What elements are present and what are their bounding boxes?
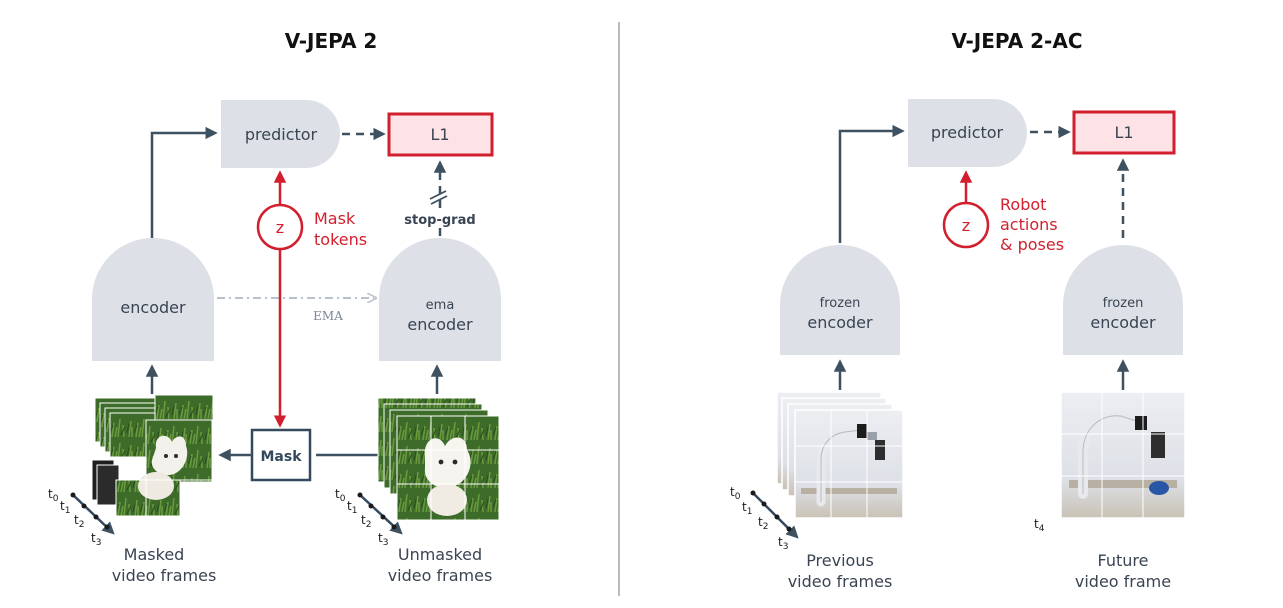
left-encoder-node: encoder (92, 238, 214, 361)
left-unmasked-frames (377, 397, 500, 521)
right-frozen-left-line1: frozen (820, 296, 861, 311)
left-panel: V-JEPA 2 predictor L1 encoder ema encode… (48, 29, 501, 585)
right-z-circle (942, 201, 990, 249)
left-loss-box: L1 (387, 112, 494, 157)
right-z-label: z (962, 216, 970, 235)
svg-text:t2: t2 (74, 513, 84, 530)
right-previous-time-axis: t0 t1 t2 t3 (730, 485, 799, 552)
svg-text:t2: t2 (361, 513, 371, 530)
svg-text:t1: t1 (60, 499, 70, 516)
left-predictor-label: predictor (245, 125, 318, 144)
left-unmasked-caption-line1: Unmasked (398, 545, 482, 564)
right-panel-title: V-JEPA 2-AC (951, 29, 1082, 53)
left-encoder-to-predictor-arrow (150, 126, 218, 238)
left-mask-label: Mask (260, 449, 302, 465)
left-masked-caption-line2: video frames (112, 566, 217, 585)
right-loss-label: L1 (1114, 123, 1133, 142)
left-masked-caption-line1: Masked (124, 545, 185, 564)
left-mask-tokens-line2: tokens (314, 230, 367, 249)
left-ema-encoder-label: encoder (407, 315, 473, 334)
left-ema-label: ema (426, 298, 455, 313)
right-future-caption-line2: video frame (1075, 572, 1171, 591)
right-robot-line2: actions (1000, 215, 1058, 234)
svg-text:t3: t3 (378, 531, 388, 548)
left-masked-frames (91, 394, 214, 517)
right-frozen-right-line1: frozen (1103, 296, 1144, 311)
left-z-circle (256, 203, 304, 251)
right-loss-box: L1 (1072, 110, 1176, 155)
svg-text:t3: t3 (91, 531, 101, 548)
right-future-time-label: t4 (1034, 517, 1045, 534)
right-future-frame (1060, 391, 1186, 519)
left-ema-text: EMA (313, 309, 343, 323)
left-mask-tokens-line1: Mask (314, 209, 356, 228)
svg-text:t0: t0 (48, 487, 59, 504)
right-frozen-right-line2: encoder (1090, 313, 1156, 332)
svg-text:t1: t1 (347, 499, 357, 516)
svg-text:t2: t2 (758, 515, 768, 532)
left-ema-encoder-node: ema encoder (379, 238, 501, 361)
left-mask-box: Mask (250, 428, 312, 482)
svg-text:t3: t3 (778, 535, 788, 552)
svg-text:t1: t1 (742, 500, 752, 517)
left-encoder-label: encoder (120, 298, 186, 317)
right-predictor-node: predictor (908, 99, 1027, 167)
right-predictor-label: predictor (931, 123, 1004, 142)
left-masked-time-axis: t0 t1 t2 t3 (48, 487, 115, 548)
right-previous-caption-line2: video frames (788, 572, 893, 591)
right-previous-frames (776, 391, 904, 519)
right-frozen-left-line2: encoder (807, 313, 873, 332)
left-stopgrad-label: stop-grad (404, 213, 475, 228)
left-unmasked-caption-line2: video frames (388, 566, 493, 585)
right-future-caption-line1: Future (1098, 551, 1149, 570)
right-frozen-encoder-right: frozen encoder (1063, 245, 1183, 355)
right-frozen-encoder-left: frozen encoder (780, 245, 900, 355)
left-loss-label: L1 (430, 125, 449, 144)
right-robot-line1: Robot (1000, 195, 1046, 214)
right-panel: V-JEPA 2-AC predictor L1 z Robot actions… (730, 29, 1186, 591)
right-robot-line3: & poses (1000, 235, 1064, 254)
left-z-label: z (276, 218, 284, 237)
svg-text:t0: t0 (335, 487, 346, 504)
right-previous-caption-line1: Previous (806, 551, 874, 570)
left-unmasked-time-axis: t0 t1 t2 t3 (335, 487, 403, 548)
left-panel-title: V-JEPA 2 (285, 29, 378, 53)
right-encoder-to-predictor-arrow (838, 124, 905, 243)
svg-text:t0: t0 (730, 485, 741, 502)
left-predictor-node: predictor (221, 100, 340, 168)
